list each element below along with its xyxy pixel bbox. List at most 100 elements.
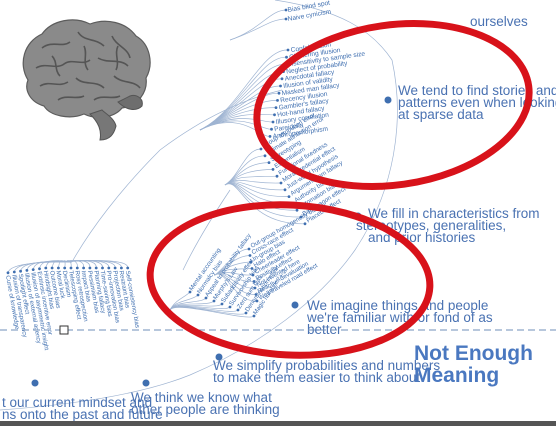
bias-dot-simplify-2 [204, 296, 208, 300]
category-dot-think-know [142, 379, 150, 387]
category-fill-line3: and prior histories [368, 230, 476, 245]
category-imagine-line1: We imagine things and people [307, 298, 488, 313]
bias-dot-left-18 [120, 266, 123, 270]
branch-left-19 [70, 260, 129, 269]
category-simplify-line2: to make them easier to think about [213, 370, 420, 385]
bias-dot-fill-a-1 [263, 154, 267, 158]
category-imagine-line2: we're familiar with or fond of as [306, 310, 493, 325]
bias-dot-fill-a-6 [283, 188, 287, 192]
category-stories-line3: at sparse data [398, 107, 484, 122]
bias-dot-left-9 [63, 266, 67, 270]
bias-dot-fill-a-0 [259, 147, 263, 151]
bias-dot-fill-a-11 [303, 222, 307, 226]
hub-branch-simplify [182, 189, 231, 271]
bias-dot-left-13 [88, 266, 92, 270]
bias-dots [6, 8, 307, 318]
bias-dot-fill-b-8 [255, 299, 259, 303]
bias-dot-left-15 [101, 266, 104, 270]
bias-dot-left-11 [75, 266, 79, 270]
bias-dot-left-4 [31, 268, 35, 271]
category-dot-imagine [291, 301, 299, 309]
bias-dot-left-5 [38, 267, 41, 271]
branch-fill-b-8 [214, 273, 257, 302]
bias-dot-left-17 [113, 266, 117, 270]
bias-dot-fill-b-1 [248, 254, 252, 257]
bias-label-left-8: Moral luck [54, 270, 66, 300]
bias-dot-simplify-4 [220, 302, 224, 306]
bias-dot-simplify-8 [252, 314, 256, 318]
bias-dot-stories-11 [270, 127, 273, 131]
bias-dot-fill-a-3 [271, 168, 275, 171]
bias-dot-fill-a-7 [287, 195, 291, 199]
bias-dot-stories-10 [271, 120, 275, 124]
bias-dot-left-12 [82, 266, 85, 270]
bias-dot-fill-a-5 [279, 181, 283, 185]
hub-branch-left [71, 149, 161, 263]
bias-dot-top-0 [284, 8, 288, 12]
bias-dot-simplify-1 [196, 293, 200, 297]
category-dot-project [31, 379, 39, 387]
bias-dot-fill-a-10 [299, 215, 303, 219]
section-title-line1: Not Enough [414, 342, 533, 365]
category-project-line1: t our current mindset and [2, 395, 152, 410]
bias-dot-stories-5 [279, 84, 282, 88]
category-project-line2: ns onto the past and future [2, 407, 163, 422]
bias-dot-fill-b-3 [250, 267, 254, 270]
category-dot-simplify [215, 353, 223, 361]
category-fill-line2: stereotypes, generalities, [356, 218, 506, 233]
bias-dot-stories-0 [286, 48, 290, 52]
bias-dot-left-8 [57, 266, 60, 270]
bias-dot-left-0 [6, 271, 10, 275]
bias-dot-fill-a-2 [267, 161, 271, 165]
bias-dot-fill-b-5 [252, 280, 256, 283]
category-stories-line1: We tend to find stories and [398, 83, 556, 98]
bias-label-stories-11: Pareidolia [274, 122, 304, 133]
bias-dot-left-19 [126, 266, 130, 270]
bias-dot-fill-b-7 [254, 293, 258, 296]
bias-dot-stories-1 [285, 55, 288, 59]
arc-top [274, 0, 393, 61]
bias-dot-left-3 [25, 269, 29, 272]
bias-dot-simplify-5 [228, 305, 232, 309]
bias-dot-left-16 [107, 266, 111, 270]
branch-top-0 [229, 9, 287, 41]
branch-stories-9 [199, 113, 274, 131]
bias-dot-stories-6 [277, 91, 281, 95]
branch-stories-0 [199, 49, 288, 131]
bias-dot-simplify-6 [236, 308, 240, 312]
hub-branch-stories [159, 89, 283, 151]
bias-dot-simplify-3 [212, 299, 216, 303]
branch-fill-a-11 [224, 183, 305, 225]
bias-dot-left-6 [44, 266, 48, 270]
branch-top-1 [229, 18, 287, 41]
section-title-line2: Meaning [414, 364, 499, 387]
bias-dot-stories-8 [274, 106, 278, 109]
bias-dot-fill-b-2 [249, 260, 253, 264]
bias-dot-stories-9 [273, 113, 276, 117]
bias-dot-fill-b-0 [247, 247, 251, 251]
branch-stories-12 [199, 122, 270, 137]
category-dot-stories [384, 96, 392, 104]
category-think-know-line1: We think we know what [131, 390, 272, 405]
bias-dot-left-7 [50, 266, 54, 270]
highlight-ellipse-stories [253, 20, 533, 190]
bias-dot-fill-a-9 [295, 208, 299, 212]
category-stories-line2: patterns even when looking [398, 95, 556, 110]
bias-dot-left-1 [12, 270, 16, 274]
selection-handle[interactable] [59, 325, 69, 335]
category-think-know-line2: other people are thinking [131, 402, 280, 417]
branch-lines [0, 0, 398, 411]
bias-dot-stories-12 [268, 135, 272, 138]
bias-dot-top-1 [284, 17, 288, 21]
bias-dot-fill-b-6 [253, 286, 257, 290]
category-fill-line1: We fill in characteristics from [368, 206, 540, 221]
bias-dot-left-14 [94, 266, 98, 270]
bias-dot-stories-7 [276, 99, 279, 102]
highlight-ellipse-imagine [146, 201, 434, 359]
branch-simplify-8 [169, 307, 255, 318]
category-simplify-line1: We simplify probabilities and numbers [213, 358, 440, 373]
bias-dot-fill-a-4 [275, 174, 279, 178]
arc-main [0, 59, 398, 411]
bottom-border [0, 421, 556, 426]
